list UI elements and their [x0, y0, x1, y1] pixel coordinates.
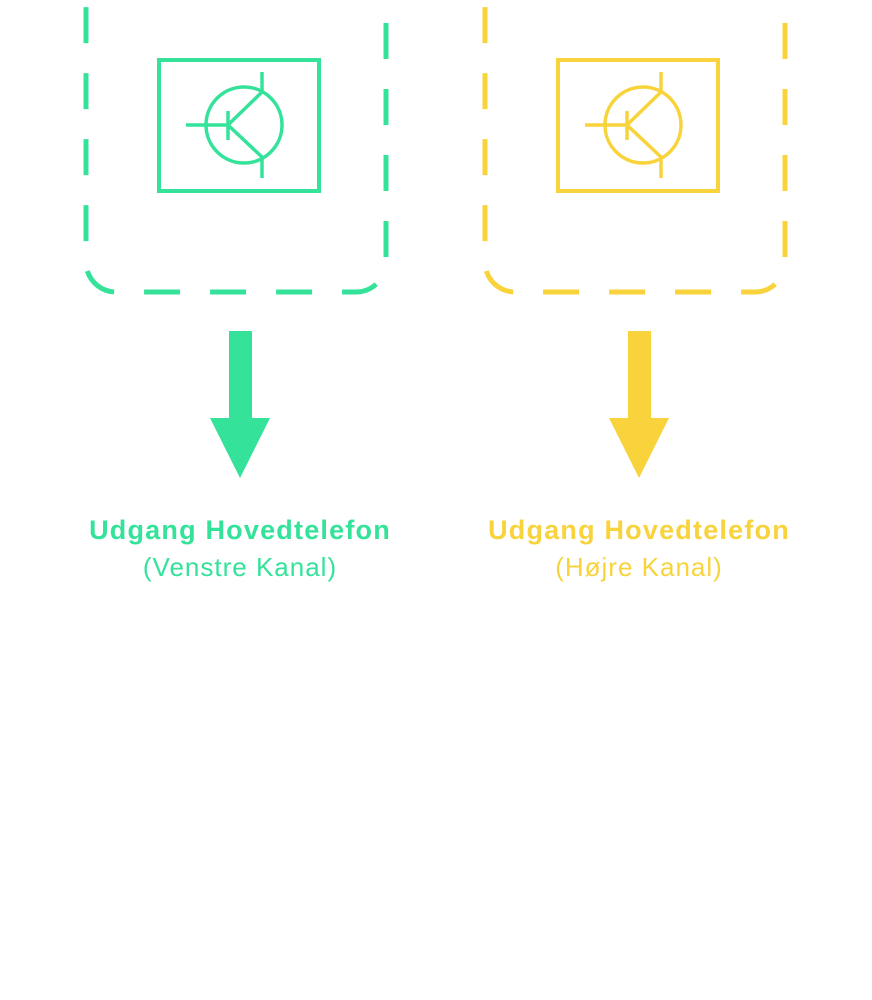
left-channel-group — [83, 0, 389, 478]
right-channel-subtitle: (Højre Kanal) — [555, 552, 723, 582]
left-channel-subtitle: (Venstre Kanal) — [142, 552, 338, 582]
down-arrow-icon — [210, 331, 270, 478]
dashed-module-frame — [482, 0, 788, 295]
dashed-module-frame — [83, 0, 389, 295]
right-channel-group — [482, 0, 788, 478]
transistor-icon — [157, 58, 321, 193]
down-arrow-icon — [609, 331, 669, 478]
transistor-icon — [556, 58, 720, 193]
left-channel-title: Udgang Hovedtelefon — [89, 515, 391, 545]
right-channel-title: Udgang Hovedtelefon — [488, 515, 790, 545]
